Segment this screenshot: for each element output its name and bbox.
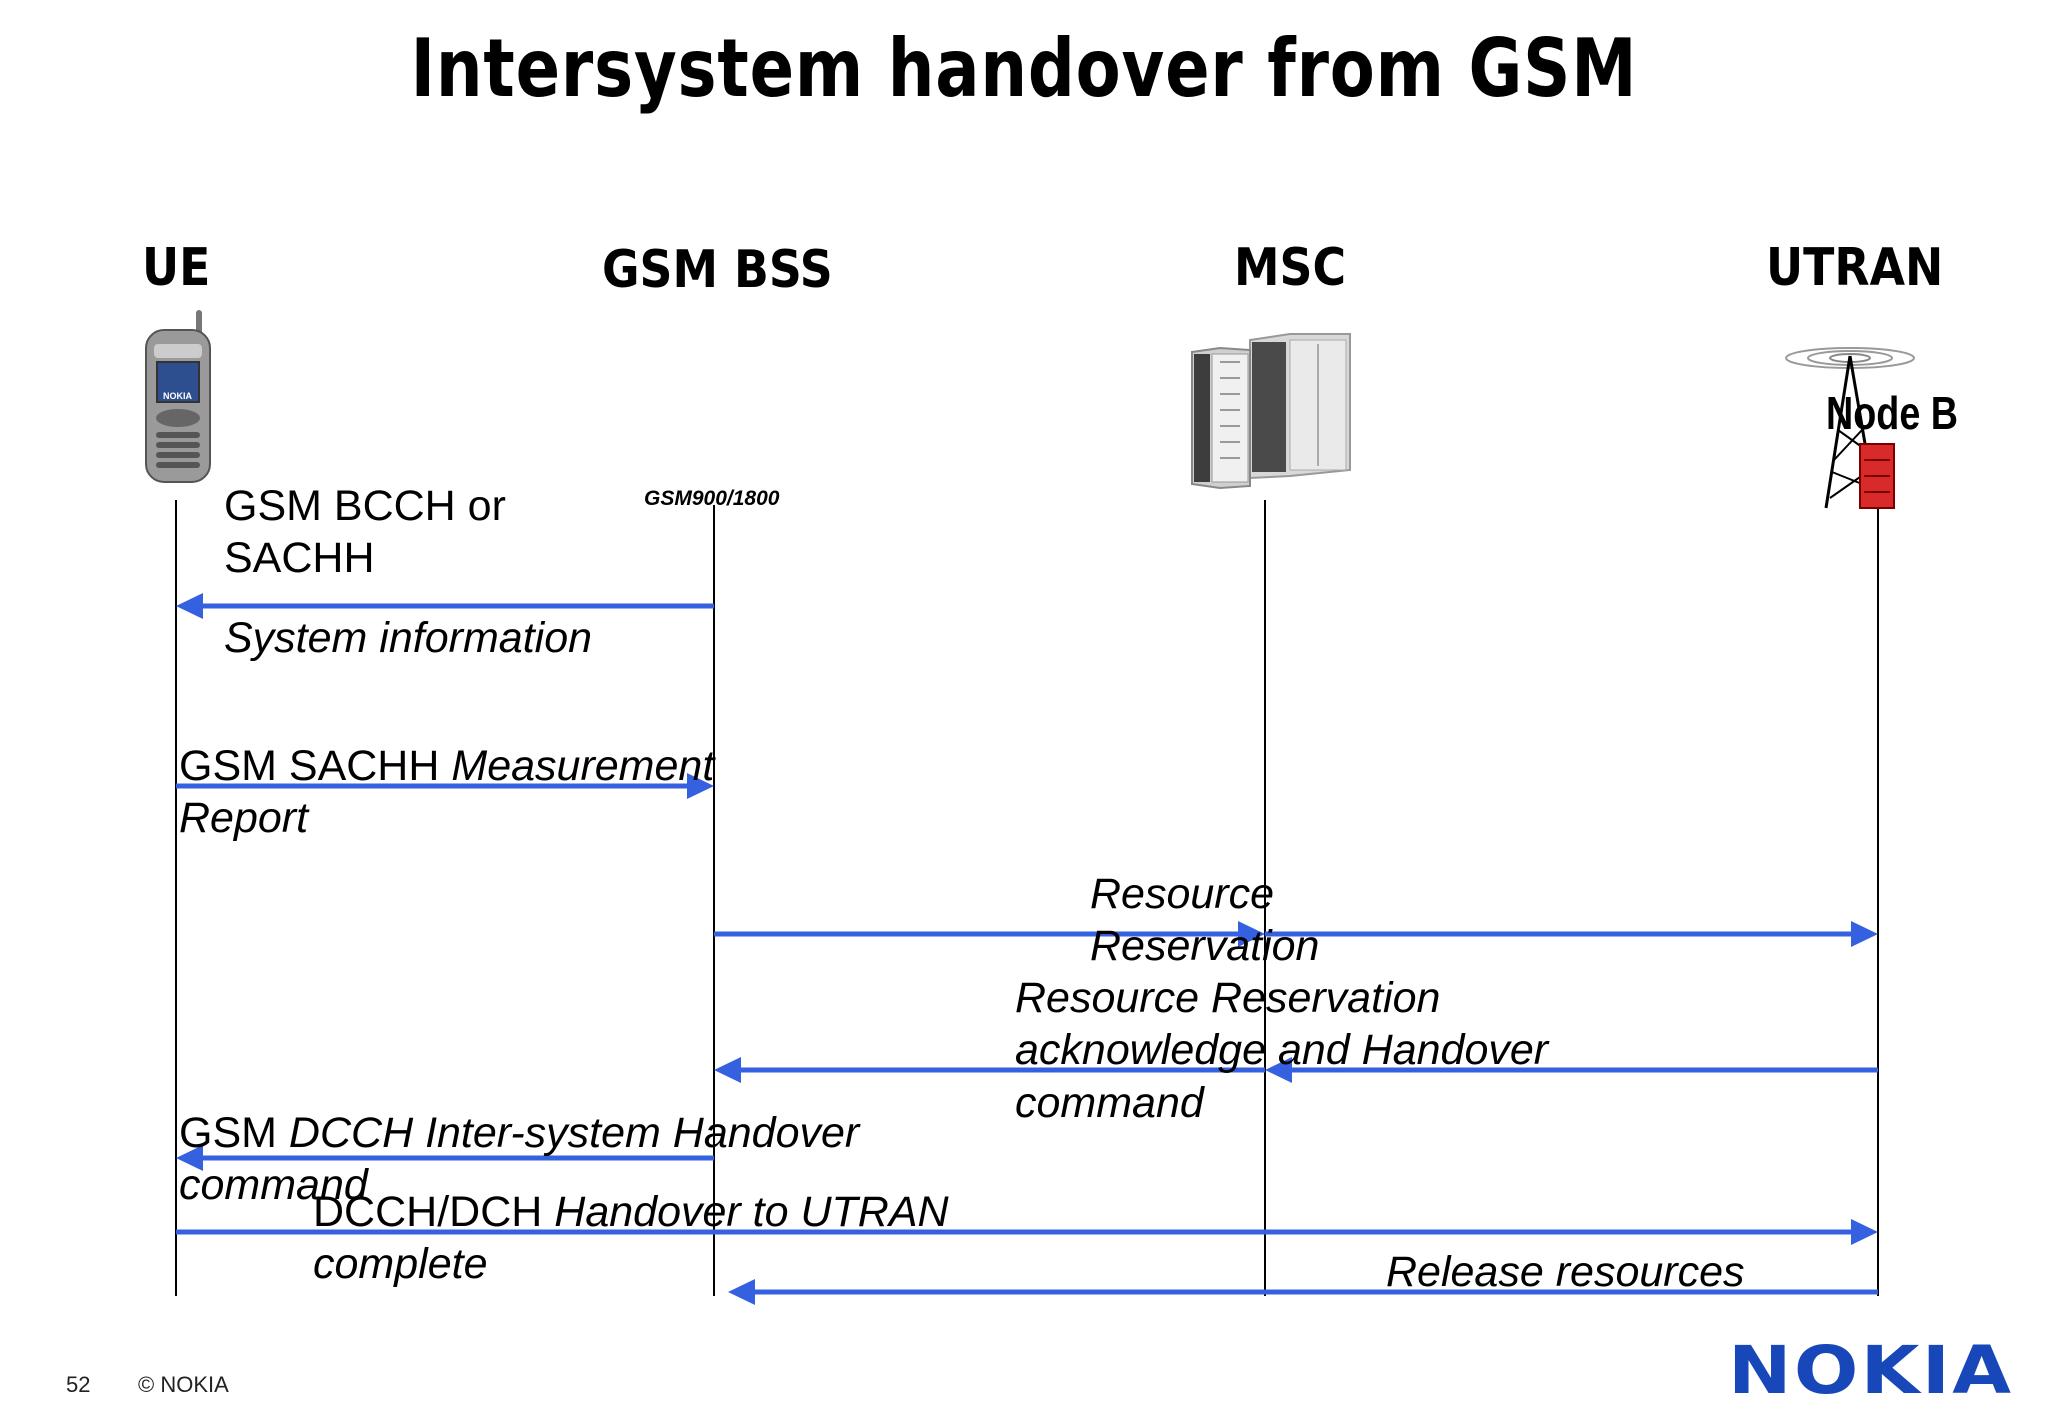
entity-utran-label: UTRAN bbox=[1766, 238, 1944, 298]
msg-handover-complete-prefix: DCCH/DCH bbox=[313, 1188, 543, 1236]
msg-handover-complete-line1: DCCH/DCH Handover to UTRAN bbox=[313, 1186, 949, 1238]
nokia-logo: NOKIA bbox=[1728, 1332, 2014, 1409]
arrowhead-handover-command bbox=[176, 1145, 203, 1171]
msg-handover-complete-line2: complete bbox=[313, 1240, 488, 1289]
msg-reservation-ack: Resource Reservation acknowledge and Han… bbox=[1015, 972, 1548, 1129]
msg-reservation-ack-line1: Resource Reservation bbox=[1015, 974, 1441, 1022]
msg-handover-command-line1: GSM DCCH Inter-system Handover bbox=[179, 1107, 859, 1159]
copyright: © NOKIA bbox=[138, 1372, 229, 1397]
msg-handover-complete: DCCH/DCH Handover to UTRAN complete bbox=[313, 1186, 949, 1291]
arrowhead-release-resources bbox=[728, 1279, 755, 1305]
svg-text:NOKIA: NOKIA bbox=[163, 391, 193, 401]
arrowhead-resource-reservation-bss-msc bbox=[1238, 921, 1265, 947]
arrowhead-reservation-ack-utran-msc bbox=[1265, 1057, 1292, 1083]
antenna-tower-icon bbox=[1785, 347, 1915, 509]
msg-resource-reservation-line1: Resource bbox=[1090, 870, 1275, 918]
msg-handover-command-prefix: GSM bbox=[179, 1109, 277, 1157]
arrowhead-system-information bbox=[176, 593, 203, 619]
msg-measurement-line2: Report bbox=[179, 794, 309, 843]
msg-resource-reservation: Resource Reservation bbox=[1090, 868, 1319, 973]
msg-measurement-line1: GSM SACHH Measurement bbox=[179, 740, 714, 792]
msg-resource-reservation-line2: Reservation bbox=[1090, 922, 1320, 971]
msg-release-resources: Release resources bbox=[1386, 1248, 1745, 1296]
msg-reservation-ack-line3: command bbox=[1015, 1078, 1204, 1127]
mobile-phone-icon: NOKIA bbox=[145, 310, 211, 483]
arrowhead-reservation-ack-msc-bss bbox=[714, 1057, 741, 1083]
entity-msc-label: MSC bbox=[1234, 238, 1347, 298]
arrowhead-handover-complete bbox=[1851, 1219, 1878, 1245]
msg-measurement-report: GSM SACHH Measurement Report bbox=[179, 740, 714, 845]
band-label: GSM900/1800 bbox=[644, 487, 780, 510]
msg-channel-line2: SACHH bbox=[224, 534, 375, 583]
entity-ue-label: UE bbox=[142, 238, 211, 298]
entity-gsm-bss-label: GSM BSS bbox=[602, 240, 833, 300]
msg-handover-command-line2: command bbox=[179, 1161, 368, 1210]
node-b-label: Node B bbox=[1826, 387, 1959, 439]
msg-measurement-name: Measurement bbox=[451, 742, 715, 790]
msg-channel-line1: GSM BCCH or bbox=[224, 482, 506, 530]
arrowhead-resource-reservation-msc-utran bbox=[1851, 921, 1878, 947]
msg-reservation-ack-line2: acknowledge and Handover bbox=[1015, 1026, 1549, 1075]
page-title: Intersystem handover from GSM bbox=[410, 22, 1638, 115]
msg-handover-complete-italic: Handover to UTRAN bbox=[554, 1188, 949, 1236]
msg-system-information-channel: GSM BCCH or SACHH bbox=[224, 480, 506, 585]
msg-handover-command-suffix: Handover bbox=[672, 1109, 860, 1157]
server-rack-icon bbox=[1191, 333, 1351, 490]
arrowhead-measurement-report bbox=[687, 773, 714, 799]
msg-system-information-name: System information bbox=[224, 614, 593, 662]
msg-measurement-prefix: GSM SACHH bbox=[179, 742, 440, 790]
page-number: 52 bbox=[66, 1372, 91, 1397]
msg-handover-command-italic: DCCH Inter-system bbox=[288, 1109, 661, 1157]
msg-handover-command: GSM DCCH Inter-system Handover command bbox=[179, 1107, 859, 1212]
